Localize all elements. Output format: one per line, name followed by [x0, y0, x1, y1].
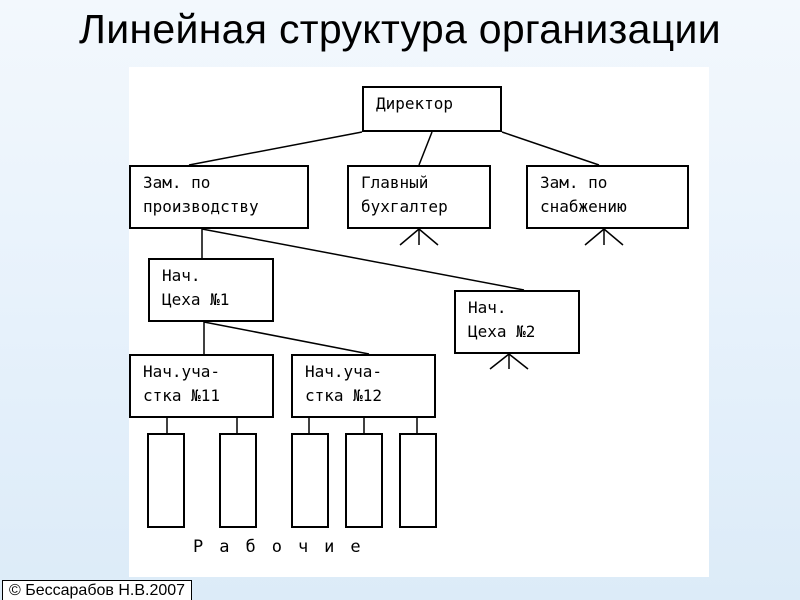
- box-director: Директор: [362, 86, 502, 132]
- box-deputy-supply: Зам. по снабжению: [526, 165, 689, 229]
- worker-box: [345, 433, 383, 528]
- connector-director-chief-accountant: [418, 131, 433, 166]
- connector-lines: [166, 131, 624, 433]
- box-shop-head-2: Нач. Цеха №2: [454, 290, 580, 354]
- workers-label: Рабочие: [193, 537, 377, 557]
- connector-director-deputy-supply: [501, 131, 600, 166]
- worker-box: [399, 433, 437, 528]
- box-chief-accountant: Главный бухгалтер: [347, 165, 491, 229]
- connector-director-deputy-production: [188, 131, 363, 166]
- slide-title: Линейная структура организации: [79, 6, 721, 52]
- worker-box: [291, 433, 329, 528]
- worker-box: [219, 433, 257, 528]
- org-chart-diagram: Директор Зам. по производству Главный бу…: [129, 67, 709, 577]
- box-section-head-12: Нач.уча- стка №12: [291, 354, 436, 418]
- copyright-notice: © Бессарабов Н.В.2007: [2, 580, 193, 600]
- connector-shop1-section12: [203, 321, 370, 355]
- subordinates-mark-shop-2: [489, 353, 529, 370]
- subordinates-mark-deputy-supply: [584, 228, 624, 246]
- box-deputy-production: Зам. по производству: [129, 165, 309, 229]
- subordinates-mark-chief-accountant: [399, 228, 439, 246]
- box-section-head-11: Нач.уча- стка №11: [129, 354, 274, 418]
- box-shop-head-1: Нач. Цеха №1: [148, 258, 274, 322]
- connector-deputy-shop2: [201, 228, 525, 291]
- worker-box: [147, 433, 185, 528]
